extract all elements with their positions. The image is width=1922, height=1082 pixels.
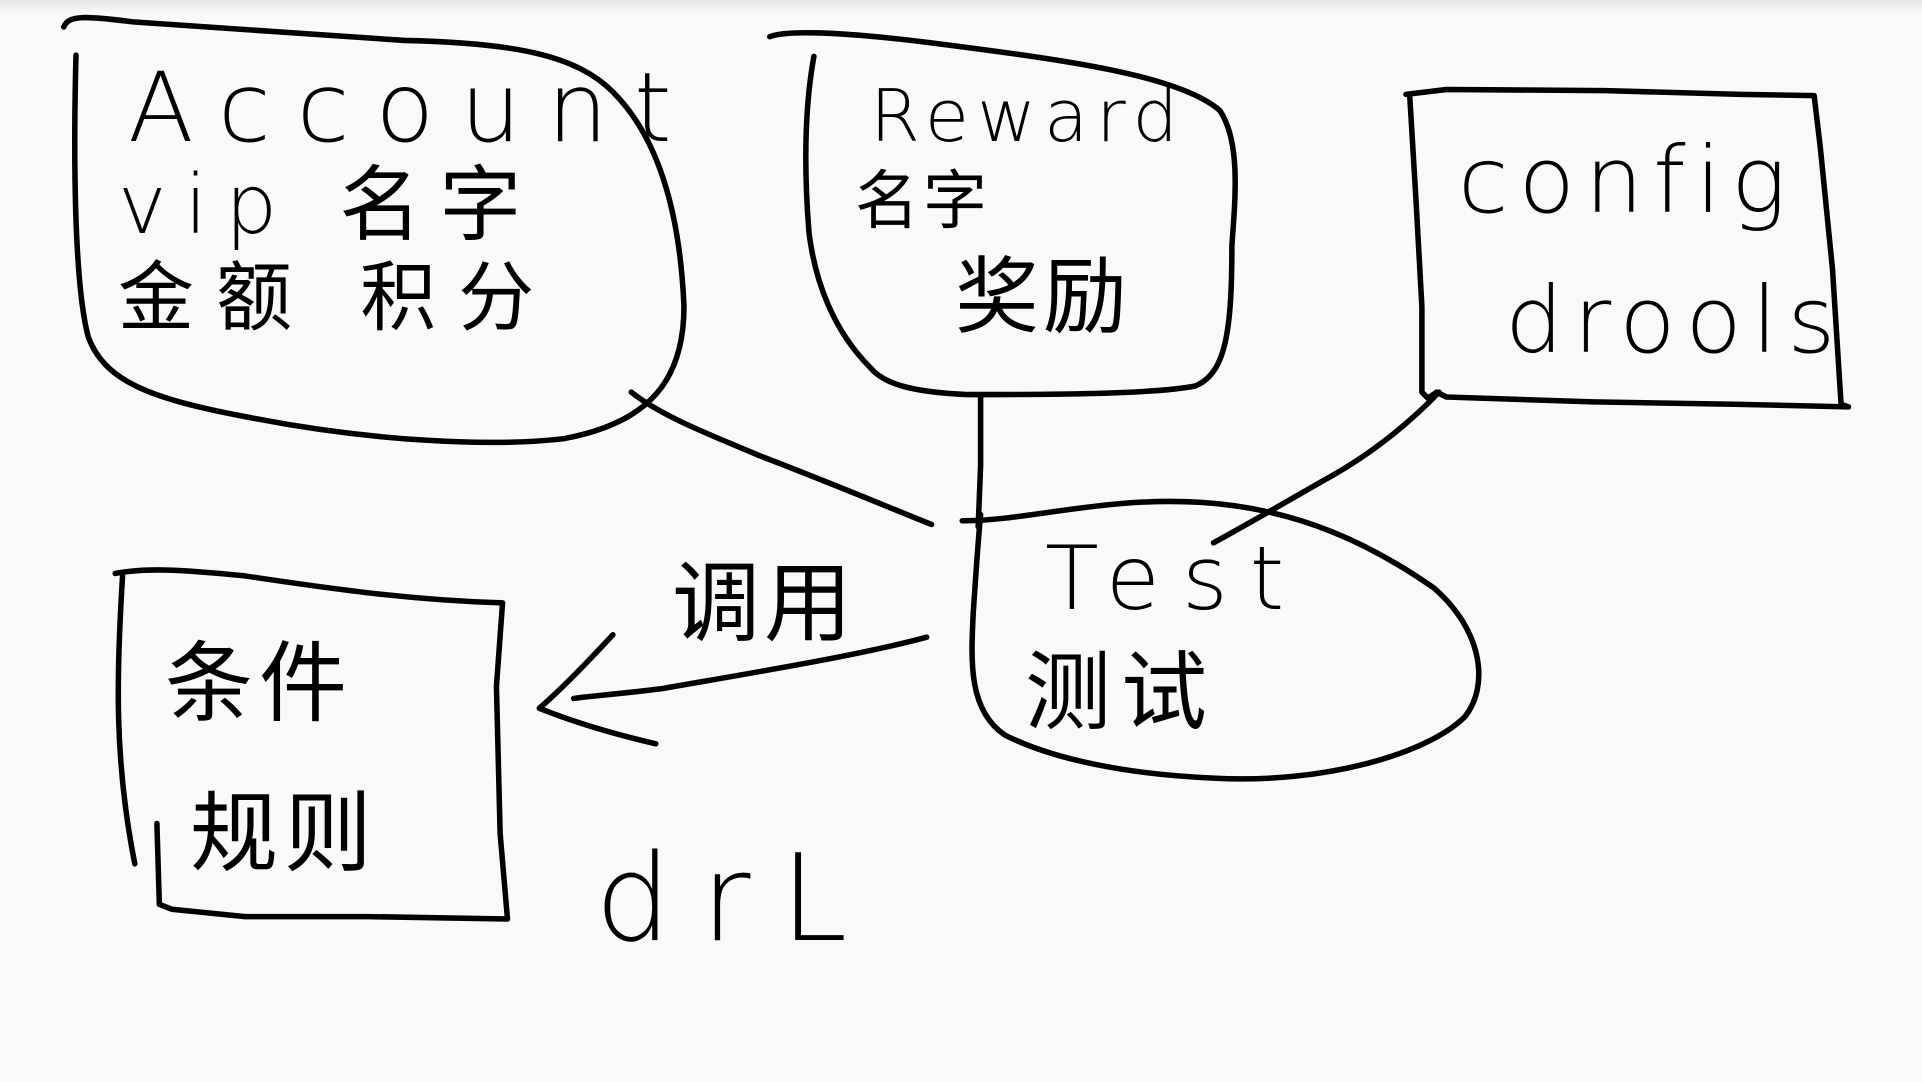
reward-field-name: 名字 bbox=[855, 165, 991, 239]
connector-config-test bbox=[1210, 389, 1442, 546]
test-title: Test bbox=[1045, 527, 1307, 630]
account-fields-row1: vip 名字 bbox=[118, 158, 540, 253]
test-node-outline bbox=[959, 498, 1482, 782]
account-title: Account bbox=[128, 52, 698, 164]
config-node-outline bbox=[1403, 86, 1852, 410]
account-fields-row2: 金额 积分 bbox=[118, 253, 557, 342]
rules-file-annotation: drL bbox=[595, 830, 878, 969]
config-subtitle: drools bbox=[1505, 267, 1846, 374]
rules-title: 条件 bbox=[165, 632, 354, 735]
connector-reward-test bbox=[975, 391, 984, 530]
account-node-outline bbox=[60, 14, 687, 446]
call-edge-label: 调用 bbox=[672, 552, 857, 655]
reward-title: Reward bbox=[870, 74, 1187, 158]
call-arrow bbox=[536, 631, 930, 747]
reward-field-reward: 奖励 bbox=[955, 248, 1132, 346]
reward-node-outline bbox=[767, 30, 1238, 398]
test-subtitle: 测试 bbox=[1025, 643, 1217, 743]
config-title: config bbox=[1458, 127, 1797, 234]
rules-node-outline bbox=[112, 567, 511, 922]
top-edge-shadow bbox=[0, 0, 1922, 14]
connector-account-test bbox=[628, 389, 935, 528]
rules-subtitle: 规则 bbox=[190, 782, 379, 885]
